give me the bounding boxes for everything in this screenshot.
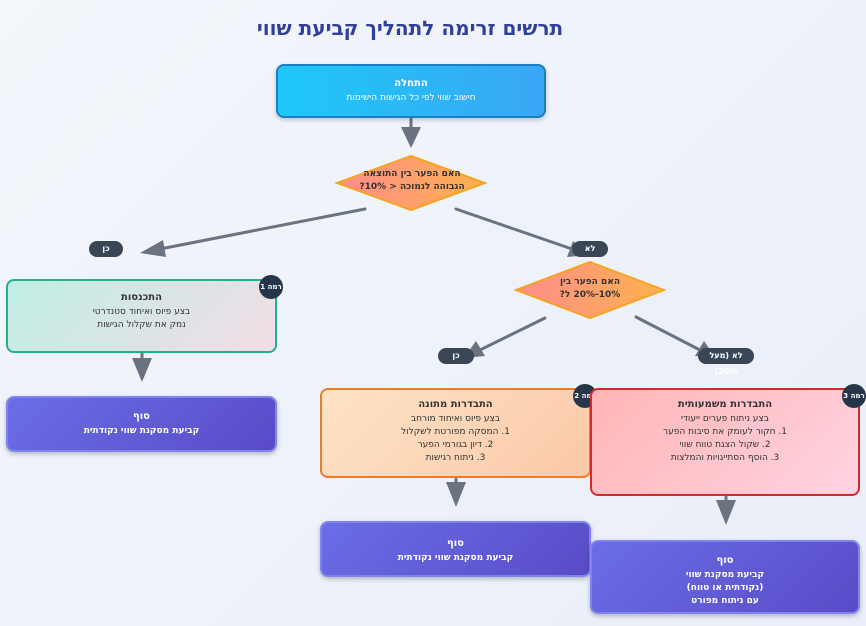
moderate-line2: 1. המסקה מפורטת לשקלול [401,427,510,437]
end-2-head: סוף [447,538,464,549]
decision-1-line2: הגבוהה לנמוכה < 10%? [359,182,465,192]
decision-2-text: האם הפער בין 10%-20% ל? [534,276,646,302]
moderate-divergence-node: רמה 2 התבדרות מתונה בצע פיוס ואיחוד מורח… [320,384,597,478]
end-1-text: קביעת מסקנת שווי נקודתית [83,426,200,436]
end-3-line1: קביעת מסקנת שווי [685,570,765,580]
end-3-line2: (נקודתית או טווח) [686,583,764,593]
arrow-d1-yes [158,207,367,251]
end-node-2: סוף קביעת מסקנת שווי נקודתית [320,521,591,577]
convergence-line2: נמק את שקלול הגישות [97,320,186,330]
start-node: התחלה חישוב שווי לפי כל הגישות הישימות [276,64,546,118]
severe-line2: 1. חקור לעומק את סיבות הפער [663,427,787,437]
convergence-head: התכנסות [121,292,162,303]
severe-line1: בצע ניתוח פערים ייעודי [681,414,769,424]
decision-diamond-1 [334,154,488,212]
end-3-head: סוף [716,555,734,566]
convergence-node: רמה 1 התכנסות בצע פיוס ואיחוד סטנדרטי נמ… [6,275,283,353]
page-title: תרשים זרימה לתהליך קביעת שווי [256,16,564,40]
label-yes-1: כן [89,241,123,257]
arrow-d1-no [454,207,574,251]
end-1-head: סוף [133,411,150,422]
severe-line4: 3. הוסף הסתייגויות והמלצות [670,453,780,463]
moderate-line1: בצע פיוס ואיחוד מורחב [410,414,501,424]
significant-divergence-node: רמה 3 התבדרות משמעותית בצע ניתוח פערים י… [590,384,866,496]
decision-1-text: האם הפער בין התוצאה הגבוהה לנמוכה < 10%? [356,168,468,194]
decision-2-line2: 10%-20% ל? [559,290,621,300]
level-badge-3: רמה 3 [842,384,866,408]
arrow-d2-yes [478,316,547,352]
moderate-line3: 2. דיון בגורמי הפער [417,440,494,450]
start-text: חישוב שווי לפי כל הגישות הישימות [346,93,476,103]
end-node-1: סוף קביעת מסקנת שווי נקודתית [6,396,277,452]
decision-diamond-2 [513,260,667,320]
end-3-line3: עם ניתוח מפורט [691,596,759,606]
level-badge-1: רמה 1 [259,275,283,299]
moderate-line4: 3. ניתוח רגישות [425,453,486,463]
arrow-d2-no [634,315,702,352]
end-node-3: סוף קביעת מסקנת שווי (נקודתית או טווח) ע… [590,540,860,614]
label-no-1: לא [572,241,608,257]
severe-head: התבדרות משמעותית [677,399,773,410]
decision-2-line1: האם הפער בין [559,277,620,287]
label-yes-2: כן [438,348,474,364]
end-2-text: קביעת מסקנת שווי נקודתית [397,553,514,563]
moderate-head: התבדרות מתונה [418,399,493,410]
start-head: התחלה [394,78,428,89]
label-no-2: לא (מעל 20%) [698,348,754,376]
decision-1-line1: האם הפער בין התוצאה [363,169,461,179]
severe-line3: 2. שקול הצגת טווח שווי [679,440,771,450]
convergence-line1: בצע פיוס ואיחוד סטנדרטי [92,307,191,317]
